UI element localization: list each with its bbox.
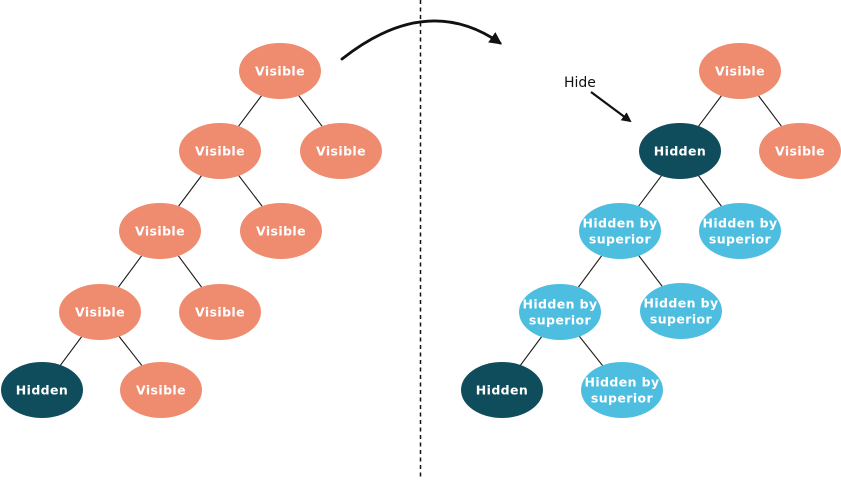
tree-node-visible: Visible [179, 284, 261, 340]
node-ellipse [581, 362, 663, 418]
tree-node-hidden: Hidden [639, 123, 721, 179]
node-ellipse [579, 203, 661, 259]
node-ellipse [519, 284, 601, 340]
tree-node-hidden: Hidden [461, 362, 543, 418]
tree-node-visible: Visible [119, 203, 201, 259]
hide-annotation-arrow [590, 91, 632, 123]
node-ellipse [699, 43, 781, 99]
node-label: Visible [195, 144, 245, 159]
tree-node-hidden: Hidden [1, 362, 83, 418]
tree-node-visible: Visible [59, 284, 141, 340]
node-label: Visible [135, 224, 185, 239]
node-label: Hidden [16, 383, 68, 398]
node-ellipse [239, 43, 321, 99]
node-ellipse [461, 362, 543, 418]
node-label: Hidden [476, 383, 528, 398]
tree-node-visible: Visible [300, 123, 382, 179]
hide-annotation: Hide [564, 75, 632, 123]
node-ellipse [179, 284, 261, 340]
transition-arrow [340, 19, 503, 61]
node-ellipse [300, 123, 382, 179]
node-ellipse [759, 123, 841, 179]
node-label: Visible [255, 64, 305, 79]
node-label: Visible [75, 305, 125, 320]
tree-node-visible: Visible [239, 43, 321, 99]
node-ellipse [699, 203, 781, 259]
node-ellipse [120, 362, 202, 418]
node-ellipse [240, 203, 322, 259]
node-ellipse [1, 362, 83, 418]
node-label: Visible [136, 383, 186, 398]
node-ellipse [119, 203, 201, 259]
node-label: Visible [715, 64, 765, 79]
node-ellipse [179, 123, 261, 179]
tree-node-visible: Visible [699, 43, 781, 99]
node-label: Visible [195, 305, 245, 320]
hide-annotation-label: Hide [564, 75, 596, 91]
node-ellipse [639, 123, 721, 179]
node-ellipse [640, 283, 722, 339]
tree-node-visible: Visible [240, 203, 322, 259]
node-label: Hidden [654, 144, 706, 159]
node-label: Visible [256, 224, 306, 239]
tree-node-visible: Visible [759, 123, 841, 179]
tree-node-visible: Visible [120, 362, 202, 418]
node-label: Visible [775, 144, 825, 159]
tree-node-visible: Visible [179, 123, 261, 179]
node-ellipse [59, 284, 141, 340]
node-label: Visible [316, 144, 366, 159]
